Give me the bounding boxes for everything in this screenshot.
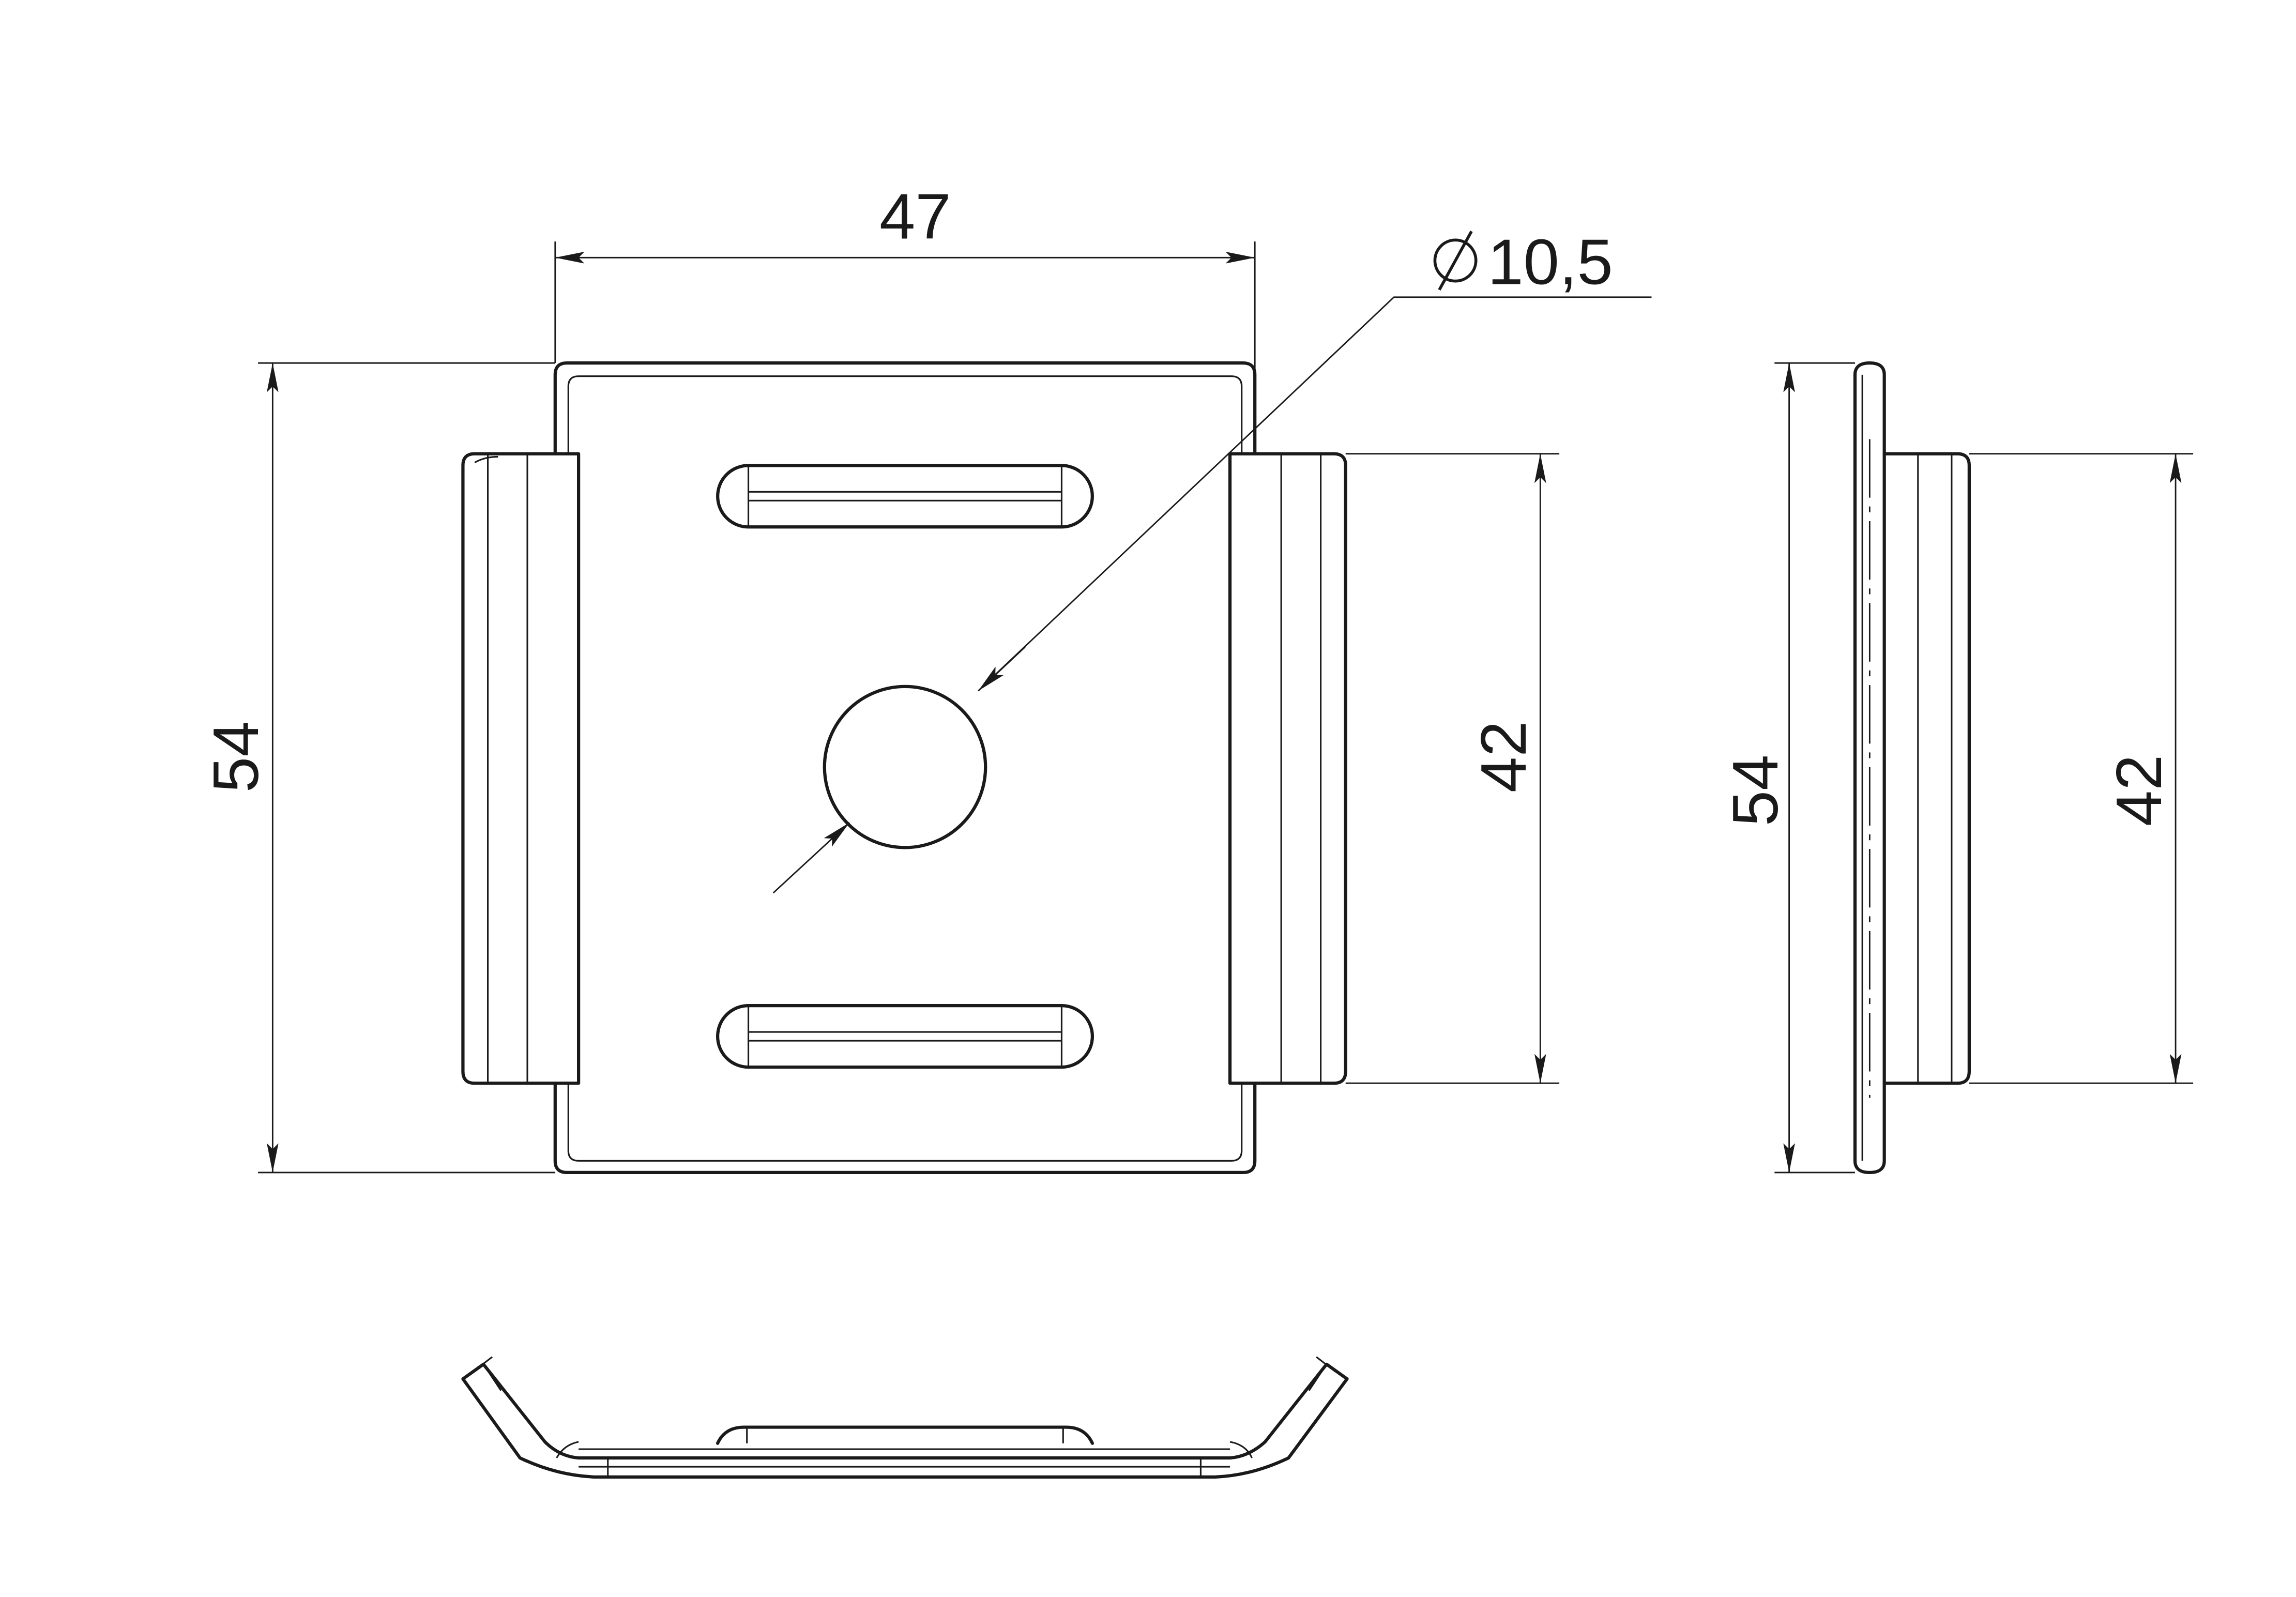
side-dimension-tab-height: 42	[1969, 453, 2194, 1084]
center-hole	[823, 685, 987, 849]
width-dim-text: 47	[879, 181, 951, 253]
plate-inner-edge	[567, 375, 1243, 1162]
left-tab	[461, 452, 581, 1085]
side-dimension-height: 54	[1720, 362, 1856, 1174]
hole-dim-text: 10,5	[1487, 226, 1613, 298]
side-tab-height-dim-text: 42	[2103, 755, 2175, 827]
dimension-tab-height: 42	[1345, 453, 1560, 1084]
bottom-slot	[716, 1004, 1094, 1069]
height-dim-text: 54	[200, 721, 272, 793]
dimension-height: 54	[200, 362, 555, 1174]
side-height-dim-text: 54	[1720, 755, 1791, 827]
plate-outline	[553, 361, 1257, 1175]
dimension-hole-diameter: 10,5	[772, 226, 1652, 894]
tab-height-dim-text: 42	[1468, 721, 1540, 793]
side-view	[1853, 361, 1971, 1175]
front-view	[461, 361, 1347, 1175]
right-tab	[1228, 452, 1347, 1085]
top-slot	[716, 464, 1094, 529]
diameter-symbol-icon	[1433, 230, 1478, 291]
bottom-view	[461, 1356, 1349, 1479]
dimension-width: 47	[554, 181, 1256, 454]
